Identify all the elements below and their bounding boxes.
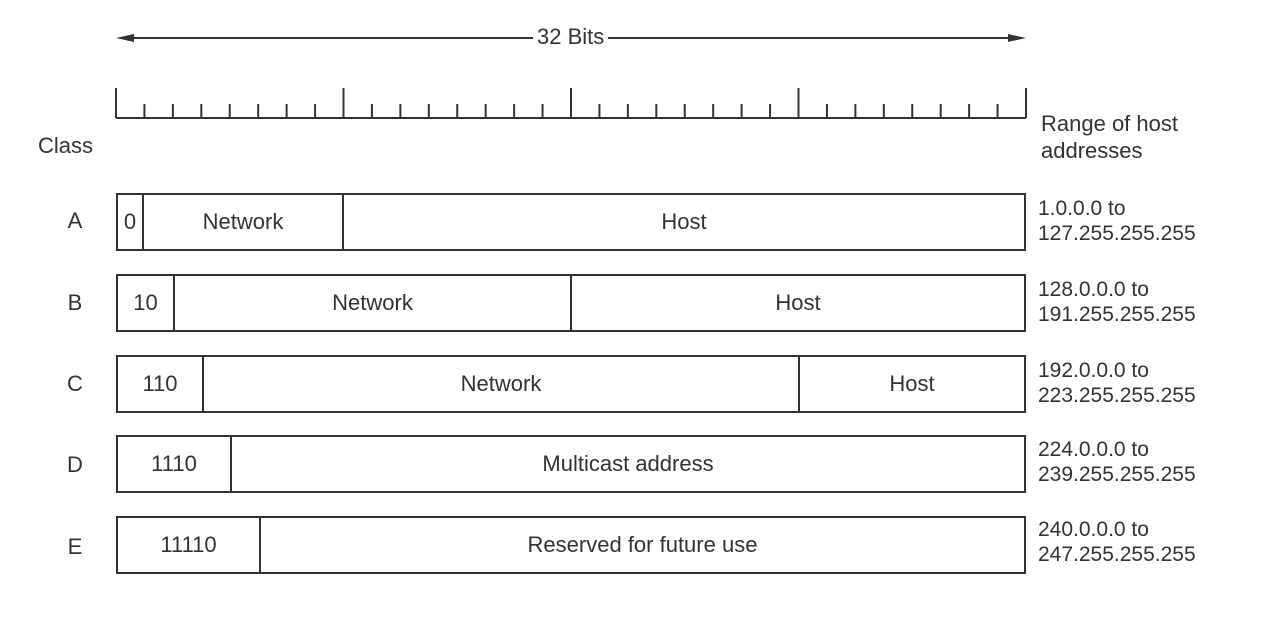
row-b-host: Host — [775, 290, 821, 315]
row-a-range-start: 1.0.0.0 to — [1038, 197, 1126, 220]
class-header: Class — [38, 133, 94, 158]
row-d-range-end: 239.255.255.255 — [1038, 463, 1196, 486]
class-letter-d: D — [67, 452, 83, 477]
row-a-range-end: 127.255.255.255 — [1038, 222, 1196, 245]
row-c-range-start: 192.0.0.0 to — [1038, 359, 1149, 382]
row-b-range: 128.0.0.0 to 191.255.255.255 — [1038, 277, 1196, 327]
row-b-prefix: 10 — [118, 276, 175, 330]
width-label-text: 32 Bits — [533, 24, 609, 50]
row-a-host: Host — [661, 209, 707, 234]
row-e-box: 11110 Reserved for future use — [116, 516, 1026, 574]
row-c-host: Host — [889, 371, 935, 396]
class-letter-a: A — [67, 208, 83, 233]
ruler-ticks — [115, 88, 1027, 118]
row-d-range: 224.0.0.0 to 239.255.255.255 — [1038, 437, 1196, 487]
row-e-range-start: 240.0.0.0 to — [1038, 518, 1149, 541]
row-e-range-end: 247.255.255.255 — [1038, 543, 1196, 566]
row-e-range: 240.0.0.0 to 247.255.255.255 — [1038, 517, 1196, 567]
row-d-range-start: 224.0.0.0 to — [1038, 438, 1149, 461]
class-letter-b: B — [67, 290, 83, 315]
row-c-box: 110 Network Host — [116, 355, 1026, 413]
row-c-prefix: 110 — [118, 357, 204, 411]
row-a-prefix: 0 — [118, 195, 144, 249]
row-d-multicast: Multicast address — [542, 451, 714, 476]
row-b-box: 10 Network Host — [116, 274, 1026, 332]
row-e-reserved: Reserved for future use — [527, 532, 758, 557]
range-header-line2: addresses — [1041, 138, 1143, 163]
right-arrowhead — [1008, 34, 1026, 42]
range-header: Range of host addresses — [1041, 110, 1178, 164]
row-b-range-start: 128.0.0.0 to — [1038, 278, 1149, 301]
row-b-range-end: 191.255.255.255 — [1038, 303, 1196, 326]
row-d-prefix: 1110 — [118, 437, 232, 491]
class-letter-e: E — [67, 534, 83, 559]
row-b-network: Network — [175, 276, 572, 330]
row-a-box: 0 Network Host — [116, 193, 1026, 251]
row-c-range: 192.0.0.0 to 223.255.255.255 — [1038, 358, 1196, 408]
row-a-range: 1.0.0.0 to 127.255.255.255 — [1038, 196, 1196, 246]
row-c-range-end: 223.255.255.255 — [1038, 384, 1196, 407]
range-header-line1: Range of host — [1041, 111, 1178, 136]
row-a-network: Network — [144, 195, 344, 249]
row-e-prefix: 11110 — [118, 518, 261, 572]
row-c-network: Network — [204, 357, 800, 411]
row-d-box: 1110 Multicast address — [116, 435, 1026, 493]
class-letter-c: C — [67, 371, 83, 396]
left-arrowhead — [116, 34, 134, 42]
